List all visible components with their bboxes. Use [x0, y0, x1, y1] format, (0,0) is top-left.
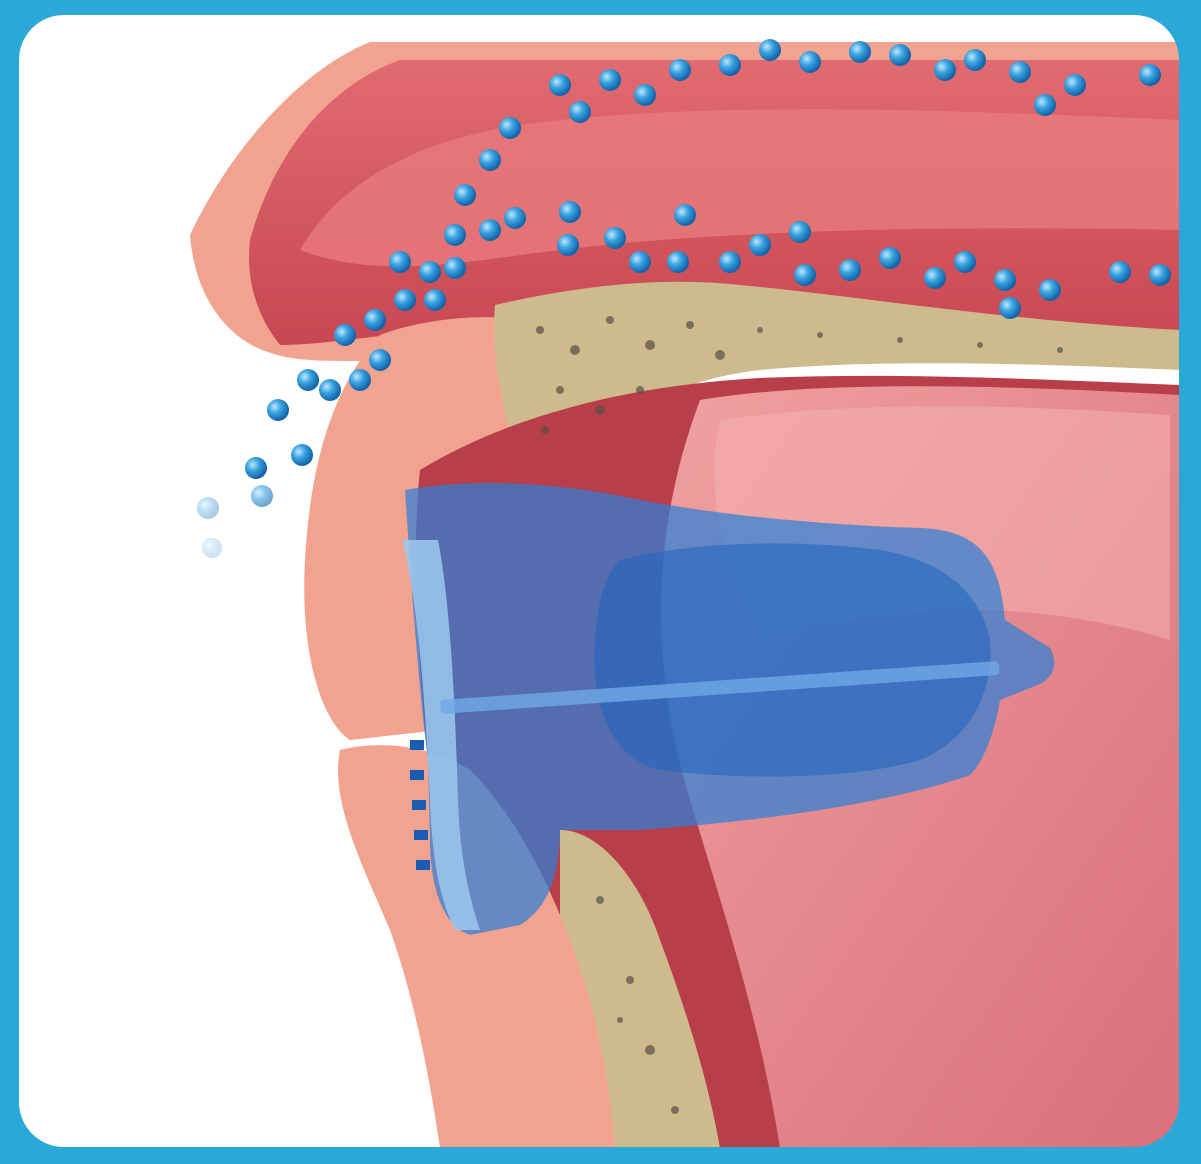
device-tongue-bulb	[594, 543, 990, 776]
